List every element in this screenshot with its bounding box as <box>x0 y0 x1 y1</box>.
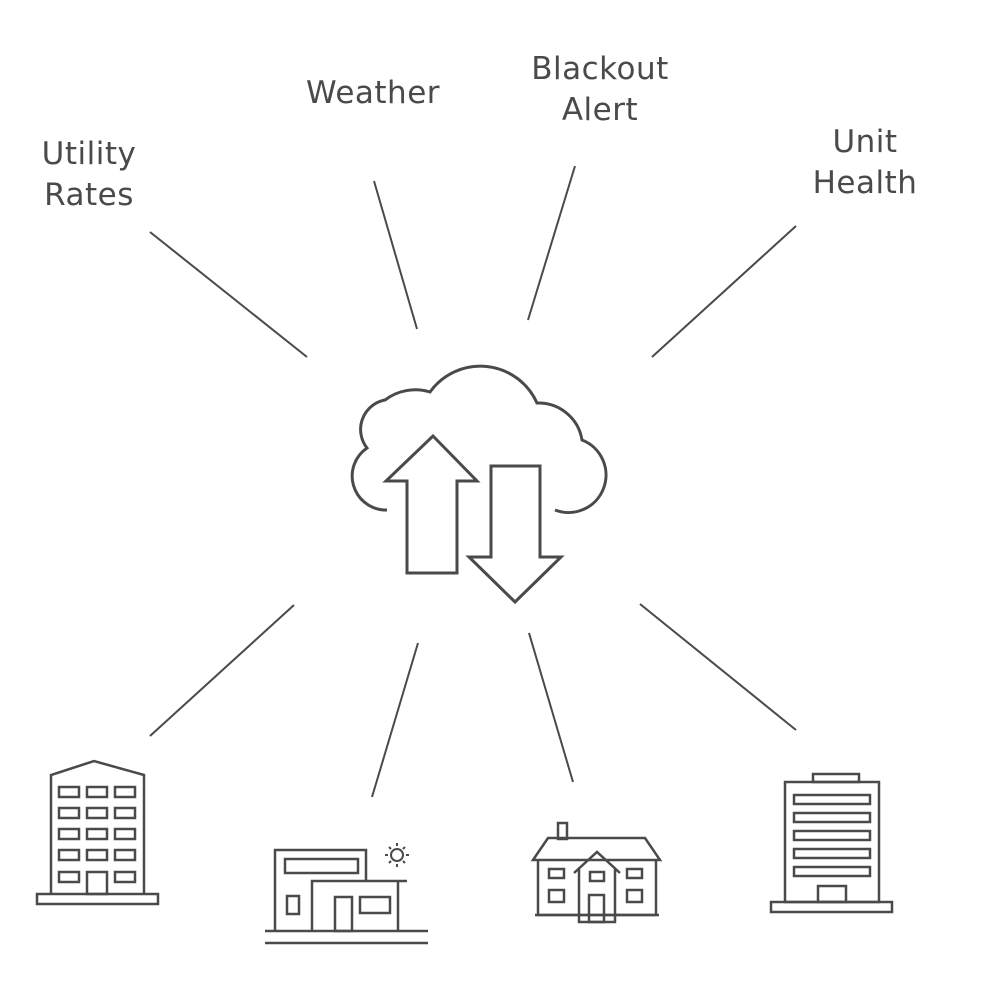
apartment-windows <box>57 785 137 884</box>
office-tower-icon <box>769 772 894 914</box>
office-tower-body <box>783 780 881 904</box>
label-utility-rates: Utility Rates <box>28 134 150 216</box>
connectors-top <box>149 165 797 358</box>
connector-family-house <box>528 632 574 783</box>
download-arrow-icon <box>465 464 565 605</box>
label-blackout-alert: Blackout Alert <box>520 49 680 131</box>
upload-arrow-icon <box>382 433 481 575</box>
family-house-gable-window <box>588 870 606 883</box>
office-tower-window-bands <box>792 793 872 878</box>
modern-house-left-block <box>273 848 368 931</box>
connector-office-tower <box>639 603 797 731</box>
modern-house-icon <box>265 843 428 945</box>
apartment-building-icon <box>35 759 160 906</box>
label-utility-rates-line2: Rates <box>44 177 134 213</box>
connector-utility-rates <box>149 231 308 358</box>
modern-house-upper-window <box>283 857 360 875</box>
label-blackout-alert-line2: Alert <box>561 92 639 128</box>
modern-house-right-window <box>358 895 392 915</box>
apartment-body <box>49 759 146 894</box>
sun-icon <box>385 843 409 867</box>
office-tower-door <box>816 884 848 904</box>
connector-blackout-alert <box>527 165 576 321</box>
apartment-base <box>35 892 160 906</box>
label-utility-rates-line1: Utility <box>41 136 137 172</box>
cloud-outline <box>350 364 608 515</box>
label-blackout-alert-line1: Blackout <box>531 51 669 87</box>
connectors-bottom <box>149 603 797 798</box>
family-house-roof <box>530 836 663 862</box>
family-house-chimney <box>556 821 569 841</box>
office-tower-base <box>769 900 894 914</box>
connector-modern-house <box>371 642 419 798</box>
apartment-door <box>85 870 109 896</box>
family-house-door <box>587 893 606 924</box>
modern-house-left-window <box>285 894 301 916</box>
label-unit-health-line1: Unit <box>832 124 898 160</box>
label-weather-line1: Weather <box>305 75 441 111</box>
modern-house-door <box>333 895 354 933</box>
family-house-gable <box>573 850 621 924</box>
modern-house-right-block <box>310 879 407 931</box>
family-house-icon <box>530 821 663 924</box>
connector-apartment <box>149 604 295 737</box>
label-unit-health-line2: Health <box>812 165 918 201</box>
label-weather: Weather <box>298 73 448 114</box>
label-unit-health: Unit Health <box>800 122 930 204</box>
connector-weather <box>373 180 418 330</box>
cloud-sync-icon <box>350 364 608 605</box>
connector-unit-health <box>651 225 797 358</box>
